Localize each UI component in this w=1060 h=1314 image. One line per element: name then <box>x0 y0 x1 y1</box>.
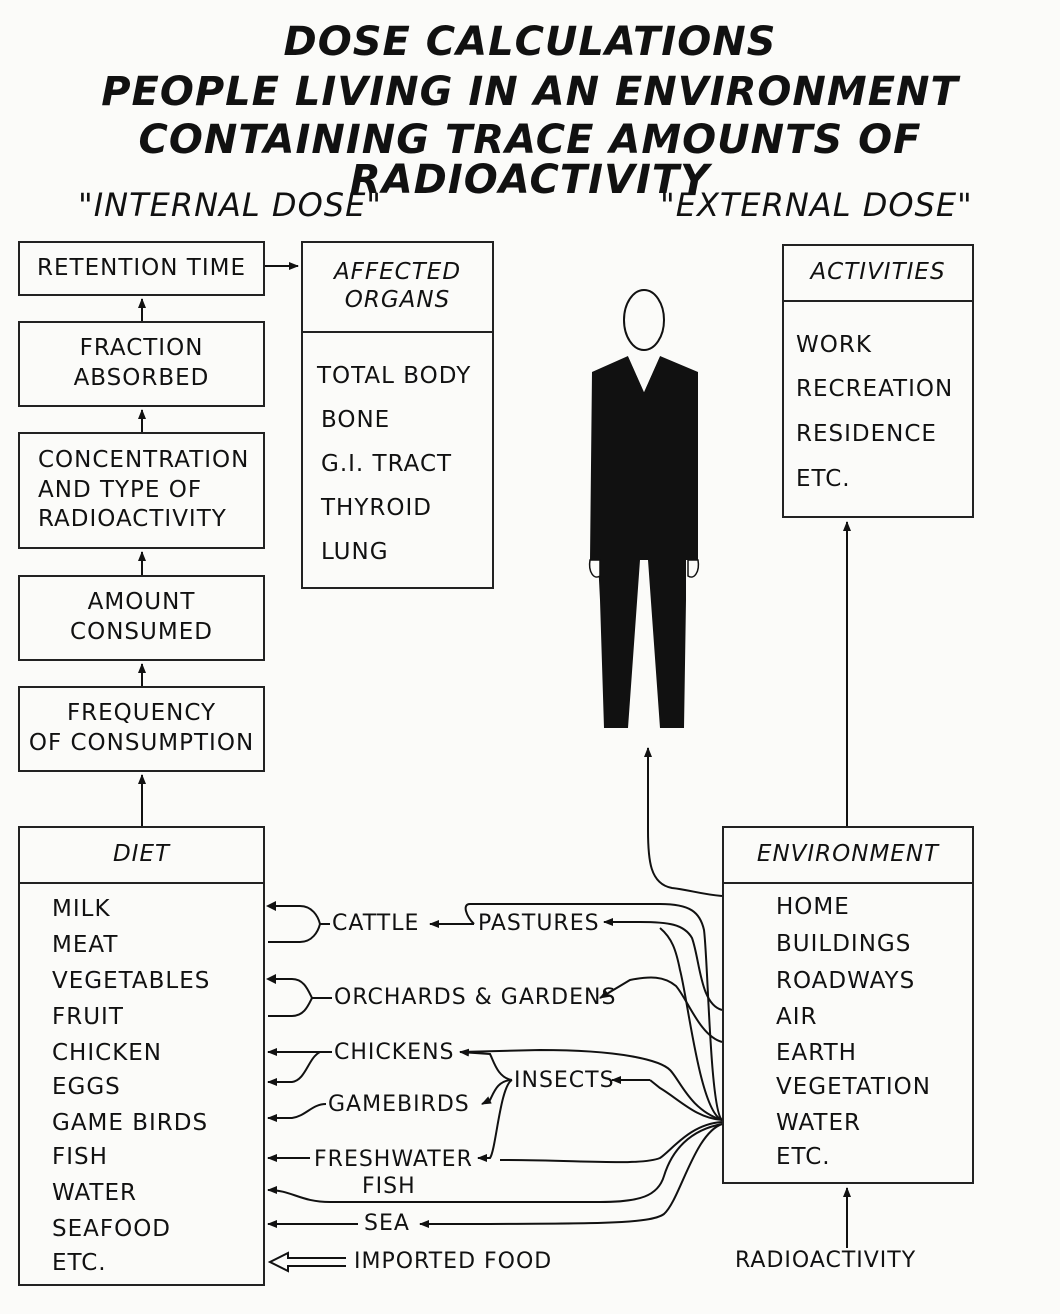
imported-food-label: IMPORTED FOOD <box>354 1249 553 1274</box>
arrow-environment-to-freshwater <box>499 1121 723 1164</box>
diet-header: DIET <box>20 828 263 884</box>
sea-label: SEA <box>364 1211 410 1236</box>
amount-consumed-box: AMOUNT CONSUMED <box>18 575 265 661</box>
frequency-line-2: OF CONSUMPTION <box>28 730 255 756</box>
amount-consumed-line-2: CONSUMED <box>70 619 213 645</box>
pastures-label: PASTURES <box>478 911 600 936</box>
frequency-box: FREQUENCY OF CONSUMPTION <box>18 686 265 772</box>
affected-organs-table: AFFECTED ORGANS TOTAL BODY BONE G.I. TRA… <box>301 241 494 589</box>
activity-item: RESIDENCE <box>796 421 937 447</box>
environment-header: ENVIRONMENT <box>724 828 972 884</box>
environment-item: AIR <box>776 1004 818 1030</box>
concentration-line-3: RADIOACTIVITY <box>38 506 227 533</box>
affected-organs-header-line-2: ORGANS <box>344 287 451 313</box>
diet-item: MILK <box>52 896 111 922</box>
concentration-line-2: AND TYPE OF <box>38 476 203 503</box>
person-head <box>623 289 665 351</box>
person-suit <box>590 356 698 728</box>
fish-label: FISH <box>362 1174 416 1199</box>
environment-item: WATER <box>776 1110 861 1136</box>
arrow-gamebirds-to-gamebirds <box>267 1103 327 1122</box>
diet-item: FRUIT <box>52 1004 124 1030</box>
diet-item: EGGS <box>52 1074 121 1100</box>
internal-dose-heading: "INTERNAL DOSE" <box>78 186 382 224</box>
fraction-absorbed-box: FRACTION ABSORBED <box>18 321 265 407</box>
amount-consumed-line-1: AMOUNT <box>87 589 196 616</box>
concentration-line-1: CONCENTRATION <box>38 446 250 473</box>
activities-table: ACTIVITIES WORK RECREATION RESIDENCE ETC… <box>782 244 974 518</box>
environment-item: ROADWAYS <box>776 968 916 994</box>
title-line-3: CONTAINING TRACE AMOUNTS OF RADIOACTIVIT… <box>138 117 922 203</box>
environment-table: ENVIRONMENT HOME BUILDINGS ROADWAYS AIR … <box>722 826 974 1184</box>
organ-item: LUNG <box>321 539 389 565</box>
concentration-box: CONCENTRATION AND TYPE OF RADIOACTIVITY <box>18 432 265 549</box>
activity-item: RECREATION <box>796 376 954 402</box>
diet-table: DIET MILK MEAT VEGETABLES FRUIT CHICKEN … <box>18 826 265 1286</box>
environment-item: ETC. <box>776 1144 831 1170</box>
arrow-environment-to-water <box>267 1123 723 1203</box>
person-collar <box>628 356 660 392</box>
fraction-absorbed-line-2: ABSORBED <box>73 365 210 391</box>
external-dose-heading: "EXTERNAL DOSE" <box>660 186 973 224</box>
gamebirds-label: GAMEBIRDS <box>328 1092 470 1117</box>
organ-item: TOTAL BODY <box>317 363 472 389</box>
activity-item: ETC. <box>796 466 851 492</box>
person-figure <box>588 289 700 728</box>
organ-item: THYROID <box>321 495 432 521</box>
person-right-hand <box>687 559 700 578</box>
retention-time-label: RETENTION TIME <box>37 254 246 281</box>
cattle-label: CATTLE <box>332 911 420 936</box>
arrow-environment-to-person <box>644 747 723 897</box>
insects-label: INSECTS <box>514 1068 615 1093</box>
diet-item: MEAT <box>52 932 119 958</box>
imported-food-arrow <box>267 1251 346 1273</box>
diet-item: SEAFOOD <box>52 1216 172 1242</box>
arrow-environment-to-orchards <box>599 976 723 1043</box>
environment-item: HOME <box>776 894 850 920</box>
organ-item: G.I. TRACT <box>321 451 453 477</box>
environment-item: VEGETATION <box>776 1074 931 1100</box>
activities-header: ACTIVITIES <box>784 246 972 302</box>
activity-item: WORK <box>796 332 872 358</box>
arrow-insects-to-freshwater <box>477 1079 513 1162</box>
chickens-label: CHICKENS <box>334 1040 455 1065</box>
diet-item: WATER <box>52 1180 137 1206</box>
arrow-insects-to-gamebirds <box>481 1079 513 1105</box>
diet-item: GAME BIRDS <box>52 1110 209 1136</box>
frequency-line-1: FREQUENCY <box>66 700 217 727</box>
diet-item: VEGETABLES <box>52 968 211 994</box>
diet-item: CHICKEN <box>52 1040 163 1066</box>
affected-organs-header: AFFECTED ORGANS <box>303 243 492 333</box>
arrow-chickens-to-eggs <box>267 1051 321 1086</box>
cattle-bracket <box>268 905 322 943</box>
diet-item: ETC. <box>52 1250 107 1276</box>
arrow-insects-to-chickens <box>459 1048 513 1081</box>
person-left-hand <box>588 559 601 578</box>
radioactivity-label: RADIOACTIVITY <box>735 1248 917 1273</box>
diet-item: FISH <box>52 1144 108 1170</box>
environment-item: EARTH <box>776 1040 857 1066</box>
freshwater-label: FRESHWATER <box>314 1147 473 1172</box>
arrow-environment-to-chickens <box>459 1048 723 1121</box>
orchards-bracket <box>268 978 314 1017</box>
organ-item: BONE <box>321 407 391 433</box>
affected-organs-header-line-1: AFFECTED <box>333 259 462 286</box>
retention-time-box: RETENTION TIME <box>18 241 265 296</box>
title-line-1: DOSE CALCULATIONS <box>283 19 777 65</box>
environment-item: BUILDINGS <box>776 931 912 957</box>
arrow-environment-to-sea <box>419 1123 723 1228</box>
orchards-label: ORCHARDS & GARDENS <box>334 985 617 1010</box>
fraction-absorbed-line-1: FRACTION <box>79 335 204 362</box>
title-line-2: PEOPLE LIVING IN AN ENVIRONMENT <box>101 69 959 115</box>
